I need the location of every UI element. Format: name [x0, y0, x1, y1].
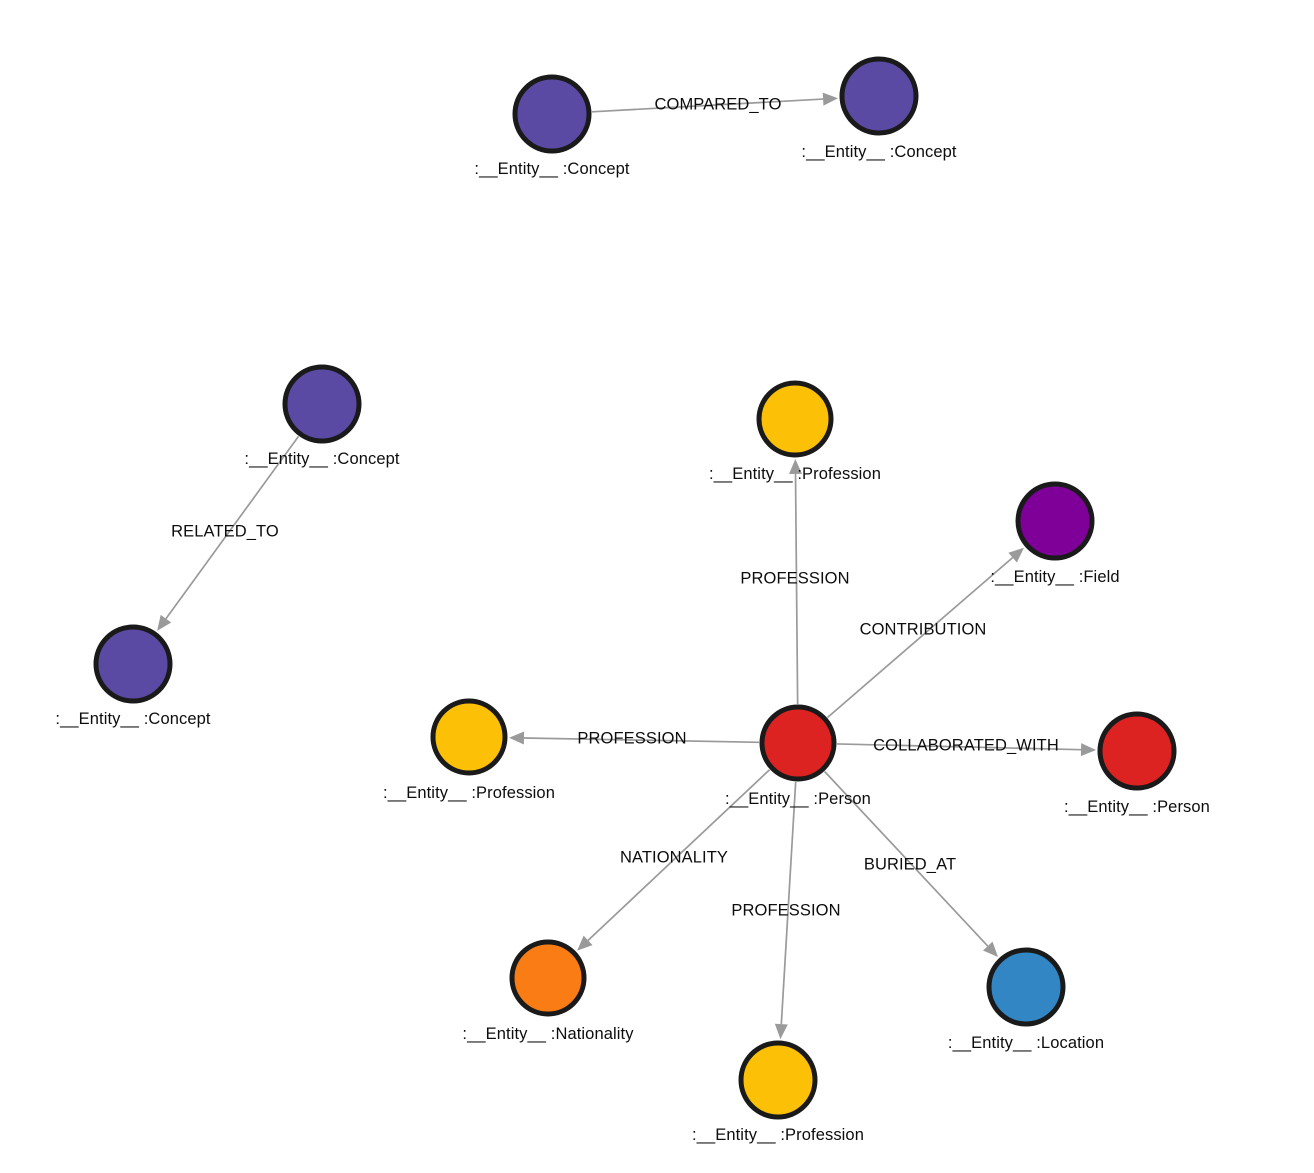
edge-line[interactable]	[836, 743, 1082, 751]
node-caption: :__Entity__ :Field	[990, 568, 1120, 586]
node-caption: :__Entity__ :Person	[1064, 798, 1210, 816]
graph-node-profession[interactable]	[756, 380, 834, 458]
edge-arrow-icon	[983, 941, 999, 958]
node-caption: :__Entity__ :Concept	[244, 450, 400, 468]
edge-arrow-icon	[508, 731, 525, 745]
node-caption: :__Entity__ :Profession	[383, 784, 555, 802]
edge-arrow-icon	[1008, 547, 1024, 563]
graph-node-profession[interactable]	[430, 698, 508, 776]
edge-line[interactable]	[780, 781, 797, 1025]
edge-label[interactable]: BURIED_AT	[863, 855, 957, 874]
edge-line[interactable]	[523, 737, 760, 744]
edge-label[interactable]: NATIONALITY	[619, 848, 729, 867]
edge-label[interactable]: COLLABORATED_WITH	[873, 736, 1059, 755]
edge-arrow-icon	[822, 92, 839, 106]
node-caption: :__Entity__ :Nationality	[462, 1025, 634, 1043]
edge-line[interactable]	[826, 556, 1014, 719]
edge-label[interactable]: CONTRIBUTION	[859, 620, 987, 639]
graph-node-concept[interactable]	[512, 74, 592, 154]
graph-node-nationality[interactable]	[509, 939, 587, 1017]
graph-node-location[interactable]	[986, 947, 1066, 1027]
edge-label[interactable]: COMPARED_TO	[654, 95, 782, 114]
edge-label[interactable]: RELATED_TO	[171, 522, 279, 541]
edge-label[interactable]: PROFESSION	[731, 901, 841, 920]
graph-node-field[interactable]	[1015, 481, 1095, 561]
nodes-group	[93, 56, 1177, 1120]
edge-line[interactable]	[165, 435, 300, 620]
node-caption: :__Entity__ :Concept	[55, 710, 211, 728]
graph-node-concept[interactable]	[93, 624, 173, 704]
graph-node-concept[interactable]	[282, 364, 362, 444]
edge-line[interactable]	[794, 473, 799, 705]
edge-arrow-icon	[1080, 743, 1097, 757]
edge-line[interactable]	[591, 98, 824, 113]
edge-label[interactable]: PROFESSION	[577, 729, 687, 748]
edge-line[interactable]	[587, 769, 771, 941]
edge-line[interactable]	[824, 770, 989, 947]
node-caption: :__Entity__ :Location	[947, 1034, 1105, 1052]
edge-arrow-icon	[157, 614, 172, 631]
graph-node-concept[interactable]	[839, 56, 919, 136]
graph-node-person[interactable]	[759, 704, 837, 782]
edge-label[interactable]: PROFESSION	[740, 569, 850, 588]
edges-group	[157, 92, 1097, 1040]
edge-arrow-icon	[789, 458, 803, 475]
node-caption: :__Entity__ :Concept	[474, 160, 630, 178]
edge-arrow-icon	[774, 1023, 788, 1040]
node-caption: :__Entity__ :Person	[725, 790, 871, 808]
node-caption: :__Entity__ :Profession	[709, 465, 881, 483]
graph-node-person[interactable]	[1097, 711, 1177, 791]
graph-node-profession[interactable]	[738, 1040, 818, 1120]
node-caption: :__Entity__ :Profession	[692, 1126, 864, 1144]
edge-arrow-icon	[577, 935, 593, 951]
node-caption: :__Entity__ :Concept	[801, 143, 957, 161]
